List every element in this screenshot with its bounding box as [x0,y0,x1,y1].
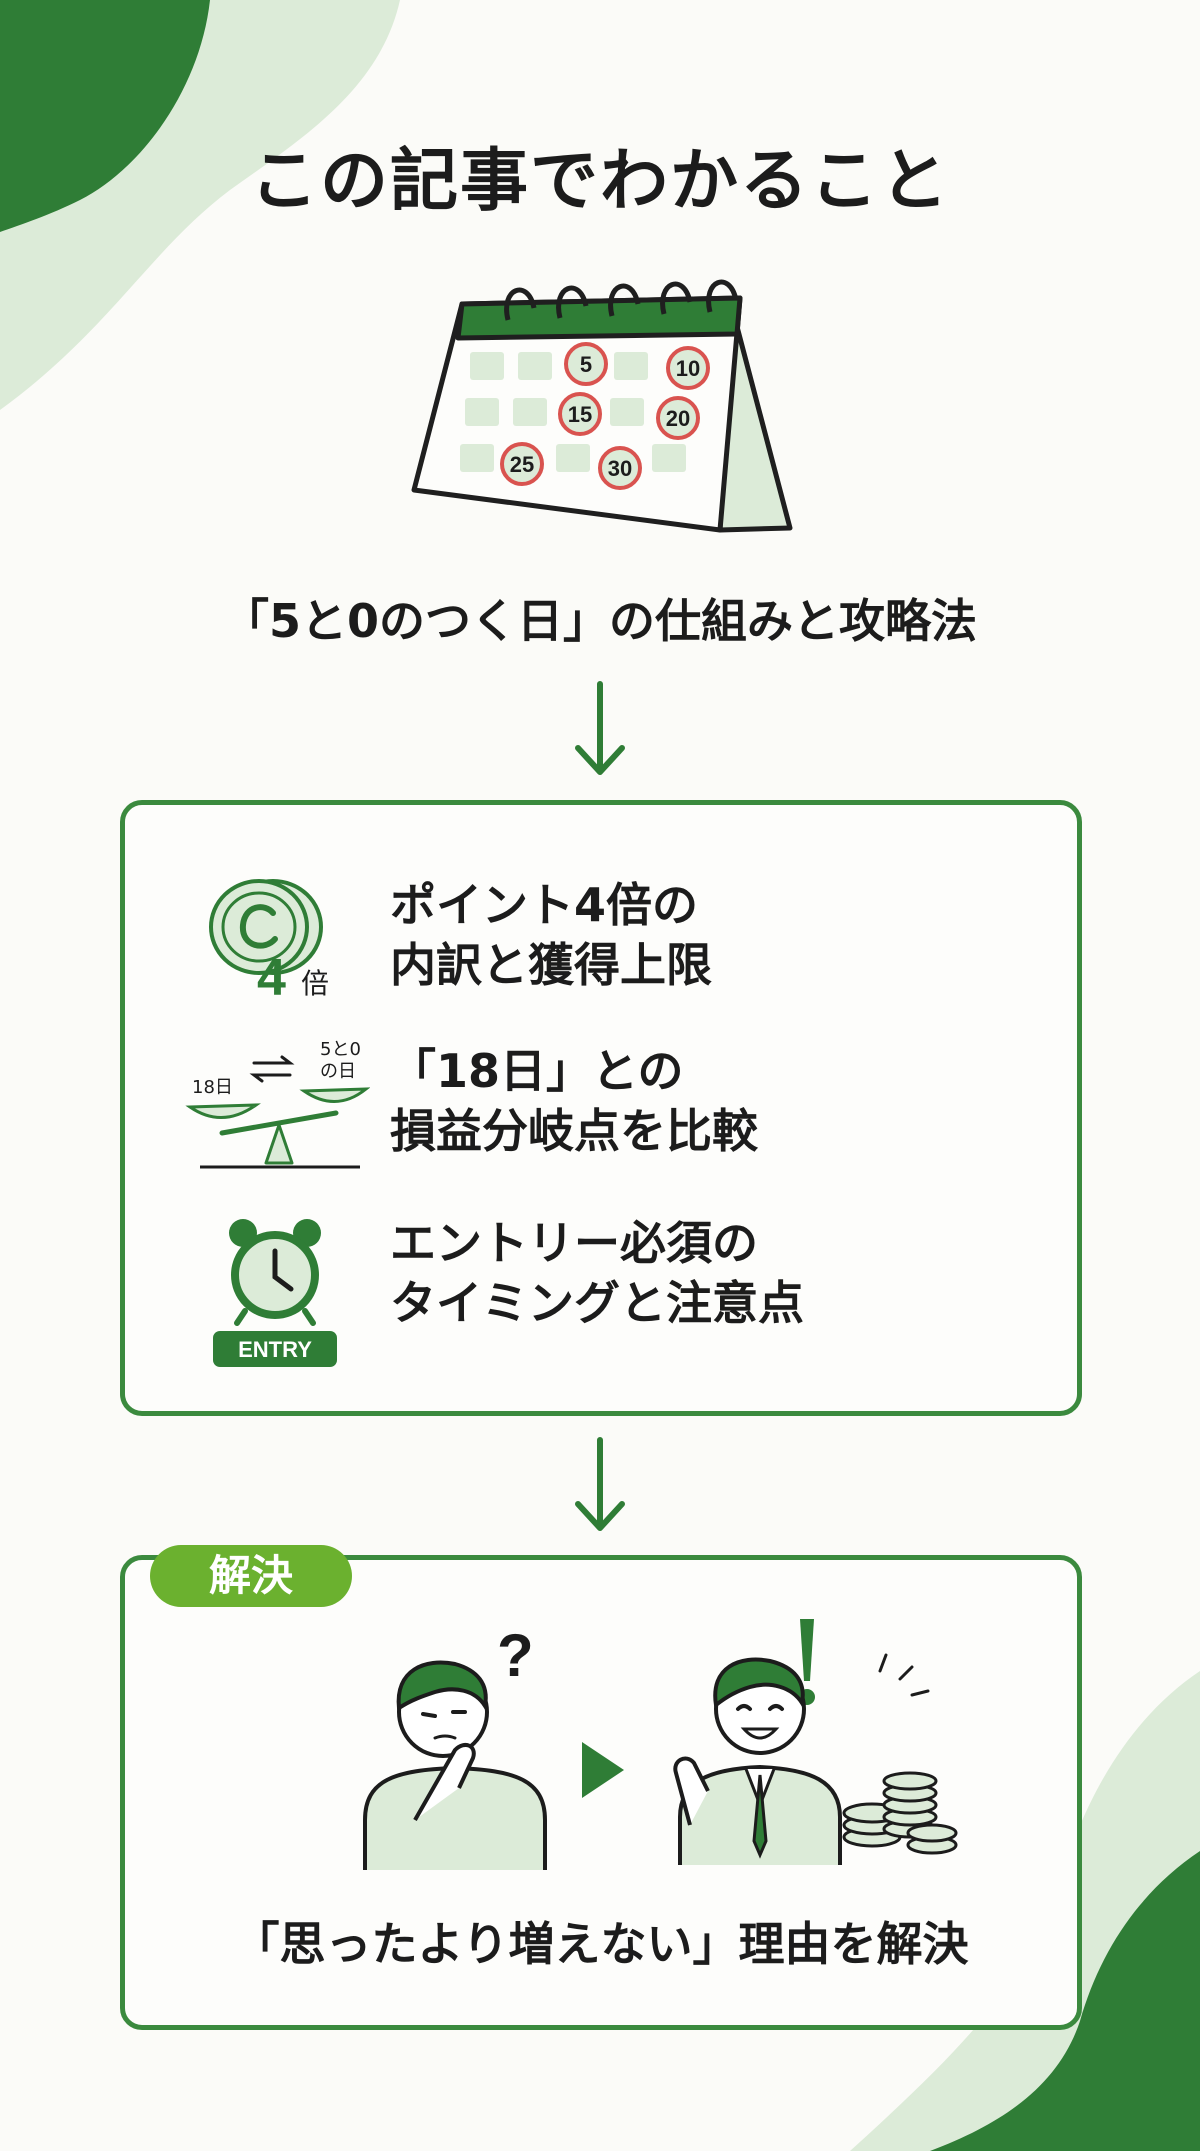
feature-box: 4 倍 ポイント4倍の 内訳と獲得上限 18日 5と0 の日 「18日」との 損… [120,800,1082,1416]
feature-text: ポイント4倍の 内訳と獲得上限 [390,875,712,995]
svg-text:4: 4 [257,949,286,1005]
solution-badge: 解決 [150,1545,352,1607]
feature-item: 18日 5と0 の日 「18日」との 損益分岐点を比較 [125,1033,1077,1183]
date-20: 20 [656,396,700,440]
date-30: 30 [598,446,642,490]
date-25: 25 [500,442,544,486]
svg-text:20: 20 [666,406,690,431]
down-arrow-icon [575,1437,625,1531]
feature-text: エントリー必須の タイミングと注意点 [390,1213,804,1333]
svg-text:18日: 18日 [192,1077,233,1098]
feature-item: ENTRY エントリー必須の タイミングと注意点 [125,1213,1077,1373]
svg-text:25: 25 [510,452,534,477]
calendar-icon: 5 10 15 20 25 30 [411,279,793,533]
confused-person-icon: ? [363,1622,547,1870]
alarm-clock-entry-icon: ENTRY [213,1219,337,1367]
date-10: 10 [666,346,710,390]
happy-person-icon [673,1619,958,1865]
feature-line-2: タイミングと注意点 [390,1276,804,1330]
feature-line-1: エントリー必須の [390,1216,758,1270]
svg-text:5と0: 5と0 [320,1039,361,1060]
date-5: 5 [564,342,608,386]
svg-text:倍: 倍 [301,967,329,1000]
svg-text:の日: の日 [320,1061,356,1082]
feature-line-2: 損益分岐点を比較 [390,1104,758,1158]
svg-text:5: 5 [580,352,592,377]
date-15: 15 [558,392,602,436]
top-left-blob [0,0,400,410]
solution-box: ? 「思ったより増え [120,1555,1082,2030]
feature-item: 4 倍 ポイント4倍の 内訳と獲得上限 [125,865,1077,1015]
solution-text: 「思ったより増えない」理由を解決 [233,1917,969,1971]
svg-text:10: 10 [676,356,700,381]
svg-text:15: 15 [568,402,592,427]
feature-text: 「18日」との 損益分岐点を比較 [390,1041,758,1161]
bottom-right-blob [850,1671,1200,2151]
coin-4x-icon: 4 倍 [209,879,329,1005]
balance-scale-icon: 18日 5と0 の日 [185,1039,370,1169]
play-arrow-icon [582,1742,624,1798]
svg-text:ENTRY: ENTRY [238,1337,312,1362]
subtitle: 「5と0のつく日」の仕組みと攻略法 [222,594,977,648]
page-title: この記事でわかること [249,142,950,221]
feature-line-1: 「18日」との [390,1044,684,1098]
svg-text:30: 30 [608,456,632,481]
down-arrow-icon [575,681,625,775]
svg-text:?: ? [497,1622,534,1689]
feature-line-1: ポイント4倍の [390,878,699,932]
coin-stack-icon [842,1771,958,1855]
feature-line-2: 内訳と獲得上限 [390,938,712,992]
